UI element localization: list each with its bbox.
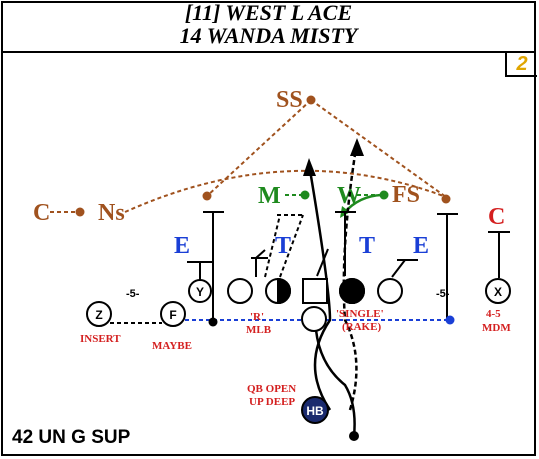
e-right-label: E: [413, 233, 429, 259]
title-header: [11] WEST L ACE 14 WANDA MISTY: [1, 1, 536, 53]
insert-label: INSERT: [80, 333, 121, 345]
block-lines: [187, 211, 510, 322]
route-end-dot: [349, 431, 359, 441]
coverage-dots: [75, 95, 451, 217]
te-route-arrow: [350, 138, 364, 156]
play-number-badge: 2: [505, 53, 537, 77]
hb-route-left-arrow: [303, 158, 316, 176]
single-label: 'SINGLE': [336, 308, 384, 320]
qb-player: [301, 306, 327, 332]
y-player: [188, 279, 212, 303]
e-left-label: E: [174, 233, 190, 259]
f-label: F: [169, 308, 176, 322]
t-right-label: T: [359, 233, 375, 259]
lt-player: [227, 278, 253, 304]
qb-open-label: QB OPEN: [247, 383, 296, 395]
mdm-top-label: 4-5: [486, 308, 501, 320]
formation-label: 42 UN G SUP: [12, 427, 131, 448]
qb-route-right: [314, 329, 356, 437]
offensive-players: [86, 277, 511, 424]
title-line-1: [11] WEST L ACE: [184, 0, 353, 25]
center-player: [302, 278, 328, 304]
x-label: X: [494, 285, 502, 299]
ss-dot: [306, 95, 316, 105]
m-dot: [300, 190, 310, 200]
coverage-lines: [50, 99, 447, 213]
split-left-label: -5-: [126, 288, 140, 300]
r-tag-label: 'R': [250, 311, 264, 323]
motion-end-dot: [445, 315, 455, 325]
c-left-dot: [75, 207, 85, 217]
lg-player-shade: [277, 277, 291, 305]
title-line-2: 14 WANDA MISTY: [179, 23, 358, 48]
rg-player-shade: [351, 277, 365, 305]
dashed-pull-lines: [110, 214, 304, 324]
y-label: Y: [196, 285, 204, 299]
c-left-label: C: [33, 200, 50, 226]
t-left-label: T: [275, 233, 291, 259]
ns-label: Ns: [98, 200, 125, 226]
up-deep-label: UP DEEP: [249, 396, 295, 408]
maybe-label: MAYBE: [152, 340, 192, 352]
hb-route-left: [308, 169, 332, 411]
te-route-vertical: [342, 147, 358, 411]
hb-label: HB: [306, 404, 324, 418]
left-flat-defender-dot: [202, 191, 212, 201]
fs-label: FS: [392, 182, 420, 208]
mlb-label: MLB: [246, 324, 272, 336]
split-right-label: -5-: [436, 288, 450, 300]
f-player: [160, 301, 186, 327]
c-right-label: C: [488, 204, 505, 230]
rake-label: (RAKE): [342, 321, 381, 333]
mdm-bottom-label: MDM: [482, 322, 511, 334]
z-label: Z: [95, 308, 102, 322]
hb-player: [301, 396, 329, 424]
ns-arc-path: [124, 169, 447, 213]
x-player: [485, 278, 511, 304]
ss-to-left-linebacker-path: [206, 99, 312, 197]
z-player: [86, 301, 112, 327]
rt-player: [377, 278, 403, 304]
y-motion-dot: [208, 317, 218, 327]
ss-label: SS: [276, 87, 303, 113]
fs-dot: [441, 194, 451, 204]
ss-to-fs-path: [310, 99, 447, 198]
rg-player-shade-left: [339, 277, 353, 305]
m-label: M: [258, 183, 281, 209]
